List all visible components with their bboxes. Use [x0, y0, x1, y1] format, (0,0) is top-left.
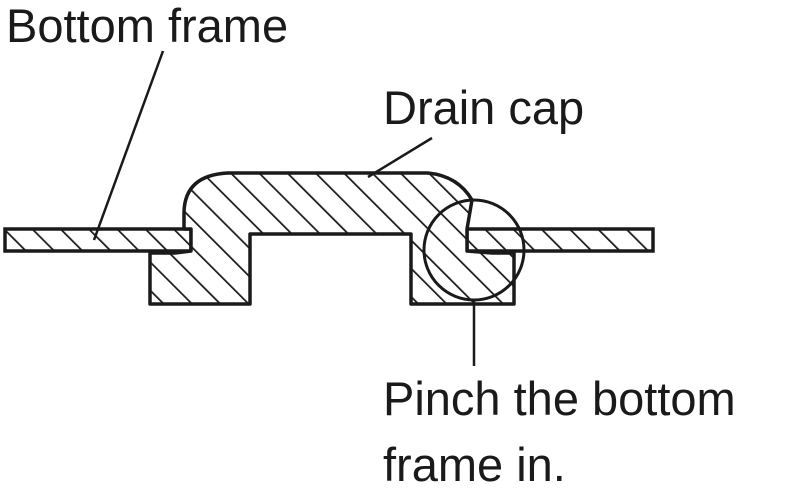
bottom-frame-label: Bottom frame — [6, 0, 289, 52]
drain-cap-leader-line — [367, 136, 433, 179]
pinch-instruction-line-2: frame in. — [383, 438, 566, 491]
pinch-instruction-label: Pinch the bottom frame in. — [383, 366, 736, 498]
drain-cap-label: Drain cap — [383, 81, 585, 134]
pinch-instruction-line-1: Pinch the bottom — [383, 372, 736, 425]
bottom-frame-right-section — [465, 227, 655, 253]
drain-cap-body — [148, 171, 516, 306]
drain-cap-cross-section-diagram — [3, 50, 655, 366]
bottom-frame-leader-line — [92, 50, 165, 241]
